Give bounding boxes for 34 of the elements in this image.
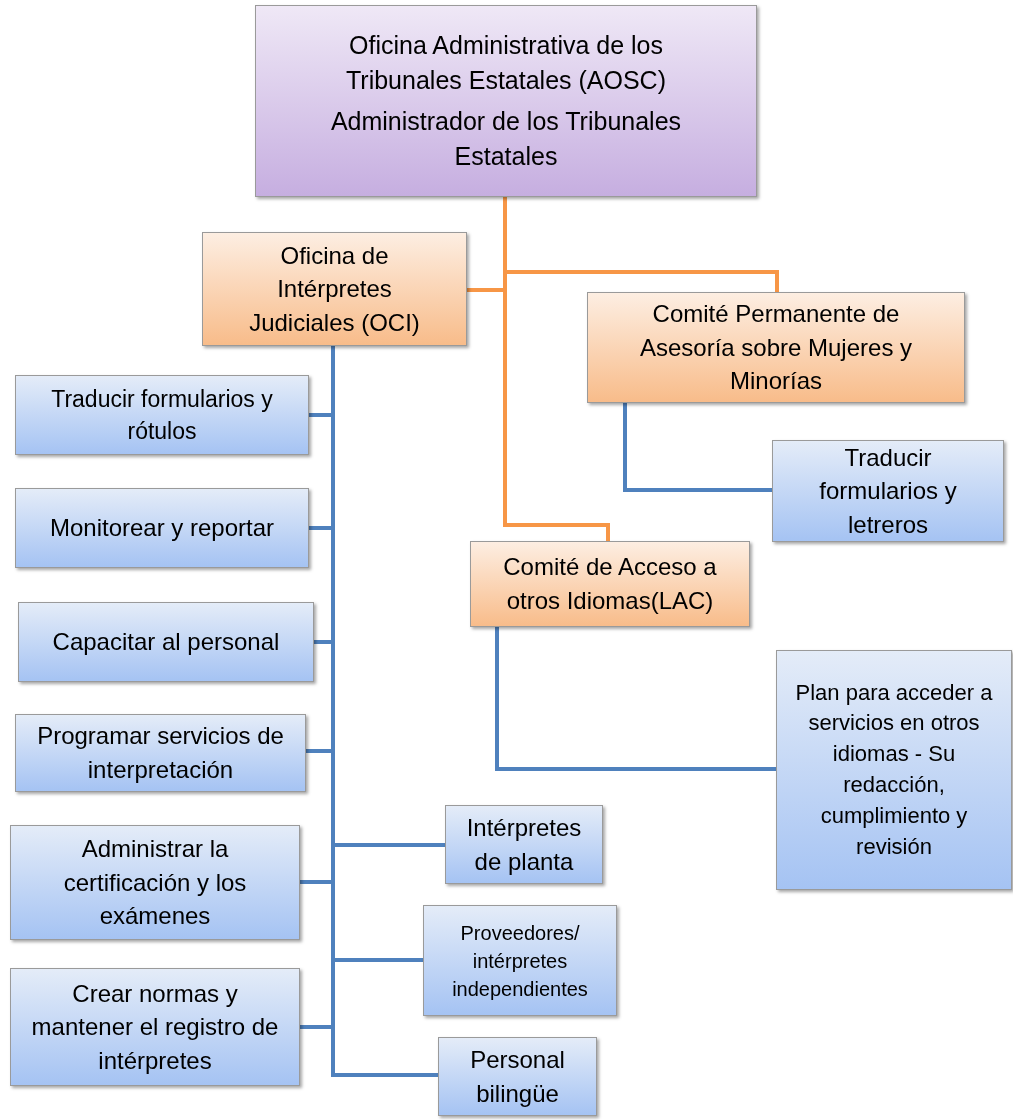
org-box xyxy=(10,968,300,1086)
box-text: Administrar la certificación y los exámenes xyxy=(62,834,248,932)
box-text: Traducir formularios y letreros xyxy=(818,442,958,540)
org-box xyxy=(776,650,1012,890)
box-text: Proveedores/ intérpretes independientes xyxy=(451,920,589,1002)
box-text: Administrador de los Tribunales Estatales xyxy=(329,106,683,172)
box-text: Crear normas y mantener el registro de intérpretes xyxy=(30,978,280,1076)
box-text: Comité Permanente de Asesoría sobre Mujeres y Minorías xyxy=(638,299,914,397)
org-box xyxy=(423,905,617,1016)
box-text: Comité de Acceso a otros Idiomas(LAC) xyxy=(502,552,718,616)
org-box xyxy=(202,232,467,346)
box-text: Oficina de Intérpretes Judiciales (OCI) xyxy=(248,240,421,338)
box-text: Capacitar al personal xyxy=(52,627,280,658)
org-box xyxy=(15,488,309,568)
org-box xyxy=(10,825,300,940)
box-text: Traducir formularios y rótulos xyxy=(50,384,274,446)
box-text: Personal bilingüe xyxy=(469,1044,566,1109)
org-box xyxy=(438,1037,597,1116)
org-box xyxy=(772,440,1004,542)
box-text: Intérpretes de planta xyxy=(465,812,583,877)
box-text: Programar servicios de interpretación xyxy=(36,721,285,785)
org-box xyxy=(470,541,750,627)
org-box xyxy=(255,5,757,197)
org-box xyxy=(445,805,603,884)
connector-line xyxy=(623,403,772,492)
org-box xyxy=(15,714,306,792)
org-box xyxy=(18,602,314,682)
connector-line xyxy=(495,627,776,771)
connector-line xyxy=(503,197,610,541)
box-text: Plan para acceder a servicios en otros idiomas - Su redacción, cumplimiento y revisión xyxy=(794,678,994,861)
org-box xyxy=(587,292,965,403)
box-text: Oficina Administrativa de los Tribunales Estatales (AOSC) xyxy=(345,30,667,96)
org-box xyxy=(15,375,309,455)
box-text: Monitorear y reportar xyxy=(49,513,275,544)
